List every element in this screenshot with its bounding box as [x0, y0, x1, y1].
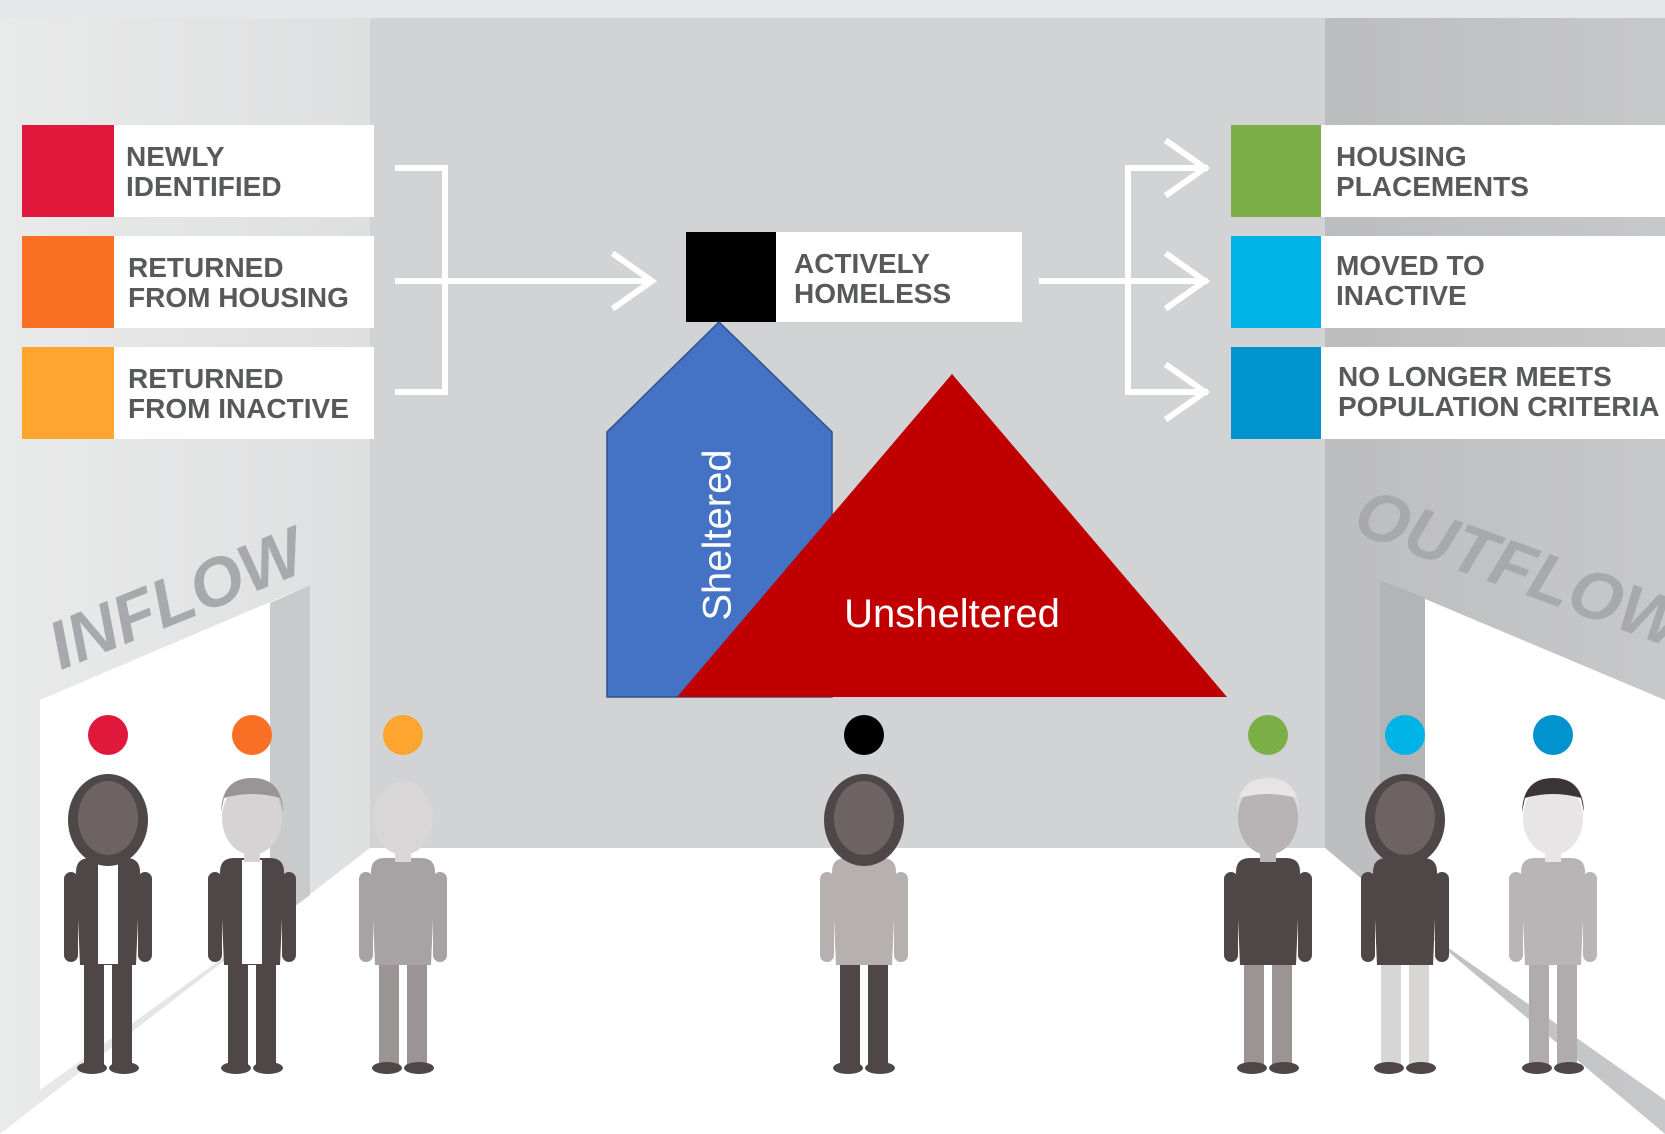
inflow-item-newly-identified: NEWLY IDENTIFIED [22, 125, 374, 217]
svg-text:HOUSING PLACEMENTS: HOUSING PLACEMENTS [1336, 141, 1529, 202]
outflow-item-line1: MOVED TO [1336, 250, 1485, 281]
status-dot [844, 715, 884, 755]
svg-text:ACTIVELY HOMELESS: ACTIVELY HOMELESS [794, 248, 951, 309]
person [1361, 715, 1449, 1074]
man-jacket-icon [208, 778, 296, 1074]
inflow-item-returned-from-inactive: RETURNED FROM INACTIVE [22, 347, 374, 439]
returned-from-inactive-swatch [22, 347, 114, 439]
inflow-item-line1: RETURNED [128, 363, 284, 394]
actively-homeless-swatch [686, 232, 776, 322]
outflow-arrows [1039, 137, 1211, 423]
newly-identified-swatch [22, 125, 114, 217]
person [1509, 715, 1597, 1074]
people-row [64, 715, 1597, 1074]
inflow-item-line1: RETURNED [128, 252, 284, 283]
svg-text:NO LONGER MEETS POPULA: NO LONGER MEETS POPULATION CRITERIA [1338, 361, 1659, 422]
outflow-item-line1: HOUSING [1336, 141, 1467, 172]
person [64, 715, 152, 1074]
man-icon [359, 781, 447, 1074]
inflow-item-returned-from-housing: RETURNED FROM HOUSING [22, 236, 374, 328]
status-dot [88, 715, 128, 755]
no-longer-meets-swatch [1231, 347, 1321, 439]
older-man-icon [1224, 778, 1312, 1074]
outflow-item-line2: INACTIVE [1336, 280, 1467, 311]
moved-to-inactive-swatch [1231, 236, 1321, 328]
status-dot [1385, 715, 1425, 755]
outflow-item-line2: POPULATION CRITERIA [1338, 391, 1659, 422]
sheltered-label: Sheltered [696, 449, 740, 620]
back-wall [370, 18, 1325, 848]
unsheltered-shape: Unsheltered [677, 374, 1227, 697]
inflow-arrow [395, 165, 658, 395]
center-line2: HOMELESS [794, 278, 951, 309]
svg-text:RETURNED FROM INACTIVE: RETURNED FROM INACTIVE [128, 363, 349, 424]
woman-icon [64, 774, 152, 1074]
status-dot [232, 715, 272, 755]
status-dot [383, 715, 423, 755]
outflow-item-moved-to-inactive: MOVED TO INACTIVE [1231, 236, 1665, 328]
person [359, 715, 447, 1074]
inflow-list: NEWLY IDENTIFIED RETURNED FROM HOUSING R… [22, 125, 374, 439]
inflow-item-line2: FROM INACTIVE [128, 393, 349, 424]
svg-text:NEWLY IDENTIFIED: NEWLY IDENTIFIED [126, 141, 282, 202]
outflow-item-housing-placements: HOUSING PLACEMENTS [1231, 125, 1665, 217]
svg-text:RETURNED FROM HOUSING: RETURNED FROM HOUSING [128, 252, 349, 313]
outflow-item-line1: NO LONGER MEETS [1338, 361, 1612, 392]
status-dot [1248, 715, 1288, 755]
inflow-item-line2: FROM HOUSING [128, 282, 349, 313]
young-man-icon [1509, 778, 1597, 1074]
inflow-item-line1: NEWLY [126, 141, 225, 172]
person [208, 715, 296, 1074]
outflow-item-line2: PLACEMENTS [1336, 171, 1529, 202]
housing-placements-swatch [1231, 125, 1321, 217]
woman-curly-hair-icon [1361, 774, 1449, 1074]
person [820, 715, 908, 1074]
center-line1: ACTIVELY [794, 248, 930, 279]
outflow-item-no-longer-meets: NO LONGER MEETS POPULATION CRITERIA [1231, 347, 1665, 439]
unsheltered-label: Unsheltered [844, 592, 1060, 636]
actively-homeless-card: ACTIVELY HOMELESS [686, 232, 1022, 322]
svg-text:MOVED TO INACTIVE: MOVED TO INACTIVE [1336, 250, 1493, 311]
right-doorway [1380, 580, 1665, 1100]
person [1224, 715, 1312, 1074]
returned-from-housing-swatch [22, 236, 114, 328]
status-dot [1533, 715, 1573, 755]
woman-headband-icon [820, 774, 908, 1074]
inflow-item-line2: IDENTIFIED [126, 171, 282, 202]
outflow-list: HOUSING PLACEMENTS MOVED TO INACTIVE NO … [1231, 125, 1665, 439]
